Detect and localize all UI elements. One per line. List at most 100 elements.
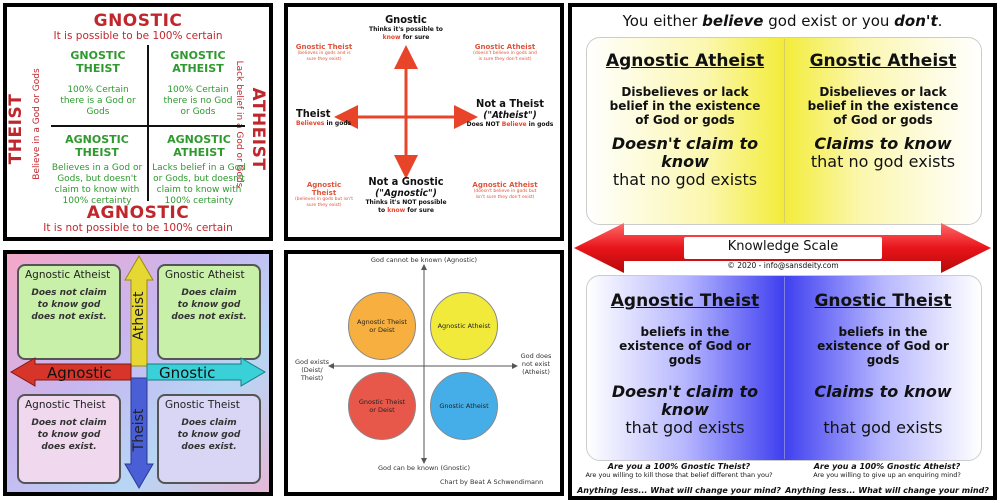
p2-right-sub-a: Does NOT <box>466 121 500 128</box>
p4-circle-agnostic-atheist: Agnostic Atheist <box>430 292 498 360</box>
p2-corner-tr: Gnostic Atheist (doesn't believe in gods… <box>472 43 538 62</box>
p2-bottom-sub-d: for sure <box>407 207 434 214</box>
p5-question-left: Are you a 100% Gnostic Theist? Are you w… <box>576 462 782 479</box>
p5-bl-meaning: beliefs in the existence of God or gods <box>619 325 751 367</box>
p3-tl-l3: does not exist. <box>31 312 107 322</box>
p1-right-title: ATHEIST <box>248 87 268 171</box>
p3-box-agnostic-theist: Agnostic Theist Does not claim to know g… <box>17 394 121 484</box>
p5-scale-label: Knowledge Scale <box>727 239 839 254</box>
p5-title: You either believe god exist or you don'… <box>572 12 993 30</box>
p1-quadrant-gnostic-theist: GNOSTIC THEIST 100% Certain there is a G… <box>51 49 145 118</box>
p3-tl-l2: to know god <box>37 300 101 310</box>
p5-tr-meaning: Disbelieves or lack belief in the existe… <box>807 85 959 127</box>
p5-bl-exists: that god exists <box>625 418 745 437</box>
p3-axis-gnostic: Gnostic <box>159 364 216 382</box>
p4-right-label: God does not exist (Atheist) <box>514 352 558 376</box>
p2-right-sub-believe: Believe <box>501 121 527 128</box>
p4-axes <box>328 264 518 464</box>
p3-br-l2: to know god <box>177 430 241 440</box>
p2-bottom-sub-know: know <box>387 207 406 214</box>
p2-top-label: Gnostic Thinks it's possible to know for… <box>356 13 456 42</box>
p2-top-title: Gnostic <box>385 13 427 26</box>
p5-footer-right: Anything less... What will change your m… <box>785 486 989 495</box>
p2-right-quote: ("Atheist") <box>483 110 537 121</box>
p1-top-sub: It is possible to be 100% certain <box>53 30 223 42</box>
p4-circle-agnostic-theist: Agnostic Theist or Deist <box>348 292 416 360</box>
p4-right-a: God does <box>520 352 552 360</box>
p1-q-tl-text: 100% Certain there is a God or Gods <box>60 85 136 117</box>
p4-left-label: God exists (Deist/ Theist) <box>290 358 334 382</box>
p5-title-c: god exist or you <box>763 12 895 30</box>
p2-bottom-sub-a: Thinks it's NOT possible <box>365 199 447 206</box>
p2-br-title: Agnostic Atheist <box>472 181 538 189</box>
p1-q-tr-title: GNOSTIC ATHEIST <box>170 49 226 75</box>
p5-tl-claim: Doesn't claim to know <box>611 134 759 171</box>
p2-bl-note: (believes in gods but isn't sure they ex… <box>295 197 353 208</box>
p3-br-title: Gnostic Theist <box>165 399 240 411</box>
p5-arrow-label-bg <box>684 237 882 259</box>
p4-left-b: (Deist/ <box>301 366 323 374</box>
p3-br-l1: Does claim <box>181 418 237 428</box>
p5-gnostic-theist: Gnostic Theist beliefs in the existence … <box>786 291 980 437</box>
p5-q2b: Are you willing to give up an enquiring … <box>813 471 961 479</box>
p4-circle-gnostic-atheist: Gnostic Atheist <box>430 372 498 440</box>
p3-tr-l1: Does claim <box>181 288 237 298</box>
p2-bottom-label: Not a Gnostic ("Agnostic") Thinks it's N… <box>356 175 456 215</box>
p3-bl-l2: to know god <box>37 430 101 440</box>
p1-quadrant-agnostic-atheist: AGNOSTIC ATHEIST Lacks belief in a God o… <box>149 133 249 207</box>
p2-left-sub-believes: Believes <box>296 120 325 127</box>
p5-title-believe: believe <box>702 12 764 30</box>
panel-knowledge-scale: You either believe god exist or you don'… <box>568 3 997 500</box>
p3-axis-theist: Theist <box>131 408 147 452</box>
p4-circle-gnostic-theist: Gnostic Theist or Deist <box>348 372 416 440</box>
p3-bl-title: Agnostic Theist <box>25 399 106 411</box>
p1-q-br-title: AGNOSTIC ATHEIST <box>167 133 231 159</box>
p5-top-divider <box>784 39 785 223</box>
p5-title-e: . <box>937 12 943 30</box>
p1-bottom-sub: It is not possible to be 100% certain <box>43 222 233 234</box>
p3-bl-l3: does exist. <box>41 442 97 452</box>
p3-bl-body: Does not claim to know god does exist. <box>25 417 113 453</box>
p5-bottom-divider <box>784 277 785 459</box>
p3-tr-l2: to know god <box>177 300 241 310</box>
p2-bl-title: Agnostic Theist <box>306 181 342 197</box>
p2-left-sub-b: in gods <box>326 120 352 127</box>
p1-left-sub: Believe in a God or Gods <box>32 68 42 180</box>
p3-box-agnostic-atheist: Agnostic Atheist Does not claim to know … <box>17 264 121 360</box>
p3-tl-title: Agnostic Atheist <box>25 269 111 281</box>
p1-left-title: THEIST <box>6 93 26 165</box>
p2-right-label: Not a Theist ("Atheist") Does NOT Believ… <box>464 97 556 128</box>
p4-right-b: not exist <box>521 360 551 368</box>
p2-br-note: (doesn't believe in gods but isn't sure … <box>473 189 537 200</box>
p2-tl-title: Gnostic Theist <box>295 43 353 51</box>
p5-br-meaning: beliefs in the existence of God or gods <box>817 325 949 367</box>
p3-box-gnostic-theist: Gnostic Theist Does claim to know god do… <box>157 394 261 484</box>
p3-box-gnostic-atheist: Gnostic Atheist Does claim to know god d… <box>157 264 261 360</box>
p3-br-l3: does exist. <box>181 442 237 452</box>
p2-top-sub-a: Thinks it's possible to <box>369 26 443 33</box>
p2-right-title: Not a Theist <box>476 97 544 110</box>
p2-left-title: Theist <box>296 107 331 120</box>
p1-q-tr-text: 100% Certain there is no God or Gods <box>163 85 233 117</box>
p5-br-exists: that god exists <box>823 418 943 437</box>
p2-left-label: Theist Believes in gods <box>296 107 356 127</box>
p5-gnostic-atheist: Gnostic Atheist Disbelieves or lack beli… <box>786 51 980 171</box>
p5-br-heading: Gnostic Theist <box>814 291 952 311</box>
p5-tr-claim: Claims to know <box>814 134 952 153</box>
p3-tr-title: Gnostic Atheist <box>165 269 245 281</box>
p5-question-right: Are you a 100% Gnostic Atheist? Are you … <box>784 462 990 479</box>
p5-bl-claim: Doesn't claim to know <box>611 382 759 419</box>
p5-footer-left: Anything less... What will change your m… <box>577 486 781 495</box>
p3-br-body: Does claim to know god does exist. <box>165 417 253 453</box>
p5-tr-exists: that no god exists <box>810 152 956 171</box>
p2-right-sub-c: in gods <box>528 121 554 128</box>
p3-bl-l1: Does not claim <box>31 418 107 428</box>
p2-corner-br: Agnostic Atheist (doesn't believe in god… <box>472 181 538 200</box>
p2-tr-note: (doesn't believe in gods and is sure the… <box>473 51 537 62</box>
p2-tl-note: (believes in gods and is sure they exist… <box>297 51 351 62</box>
p5-tl-exists: that no god exists <box>612 170 758 189</box>
p4-right-c: (Atheist) <box>522 368 550 376</box>
p2-bottom-sub-b: to <box>378 207 386 214</box>
p5-title-dont: don't <box>894 12 938 30</box>
p5-tr-heading: Gnostic Atheist <box>809 51 957 71</box>
